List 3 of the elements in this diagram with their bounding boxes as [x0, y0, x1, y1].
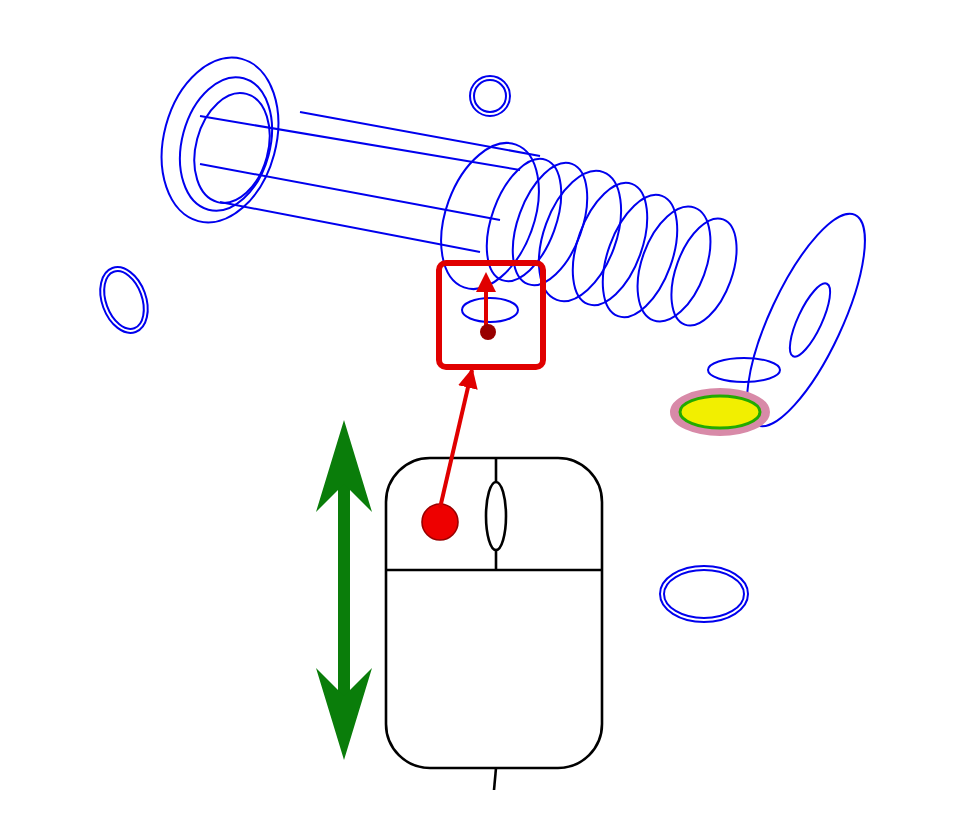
selection-box — [436, 260, 546, 370]
mouse-drawing — [384, 456, 604, 792]
arrow — [438, 368, 478, 509]
